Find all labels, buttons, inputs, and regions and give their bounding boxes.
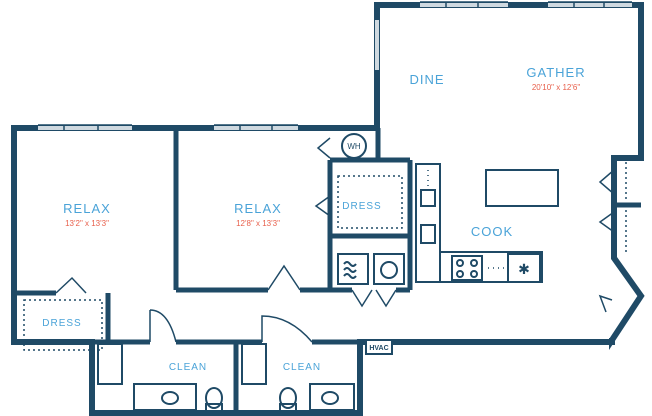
hvac-label: HVAC <box>369 345 388 352</box>
room-label-relax-2: RELAX <box>234 201 282 216</box>
room-label-dress-2: DRESS <box>342 201 381 212</box>
room-label-clean-1: CLEAN <box>169 362 207 373</box>
water-heater-label: WH <box>347 142 361 151</box>
interior-walls <box>14 128 641 413</box>
room-label-dress-1: DRESS <box>42 318 81 329</box>
room-label-dine: DINE <box>409 72 444 87</box>
hvac: HVAC <box>365 339 393 355</box>
door-swings <box>55 137 615 343</box>
room-label-gather: GATHER <box>526 65 585 80</box>
room-label-cook: COOK <box>471 224 513 239</box>
bathrooms <box>97 343 355 413</box>
room-label-clean-2: CLEAN <box>283 362 321 373</box>
room-label-relax-1: RELAX <box>63 201 111 216</box>
closet-rods <box>23 162 627 351</box>
room-dim-relax-2: 12'8" x 13'3" <box>236 219 280 228</box>
svg-text:✱: ✱ <box>518 263 530 278</box>
windows <box>38 3 632 130</box>
kitchen: ✱ <box>415 163 559 283</box>
laundry <box>337 253 405 285</box>
room-dim-relax-1: 13'2" x 13'3" <box>65 219 109 228</box>
room-dim-gather: 20'10" x 12'6" <box>532 83 580 92</box>
water-heater: WH <box>341 133 367 159</box>
outer-walls <box>11 2 645 416</box>
